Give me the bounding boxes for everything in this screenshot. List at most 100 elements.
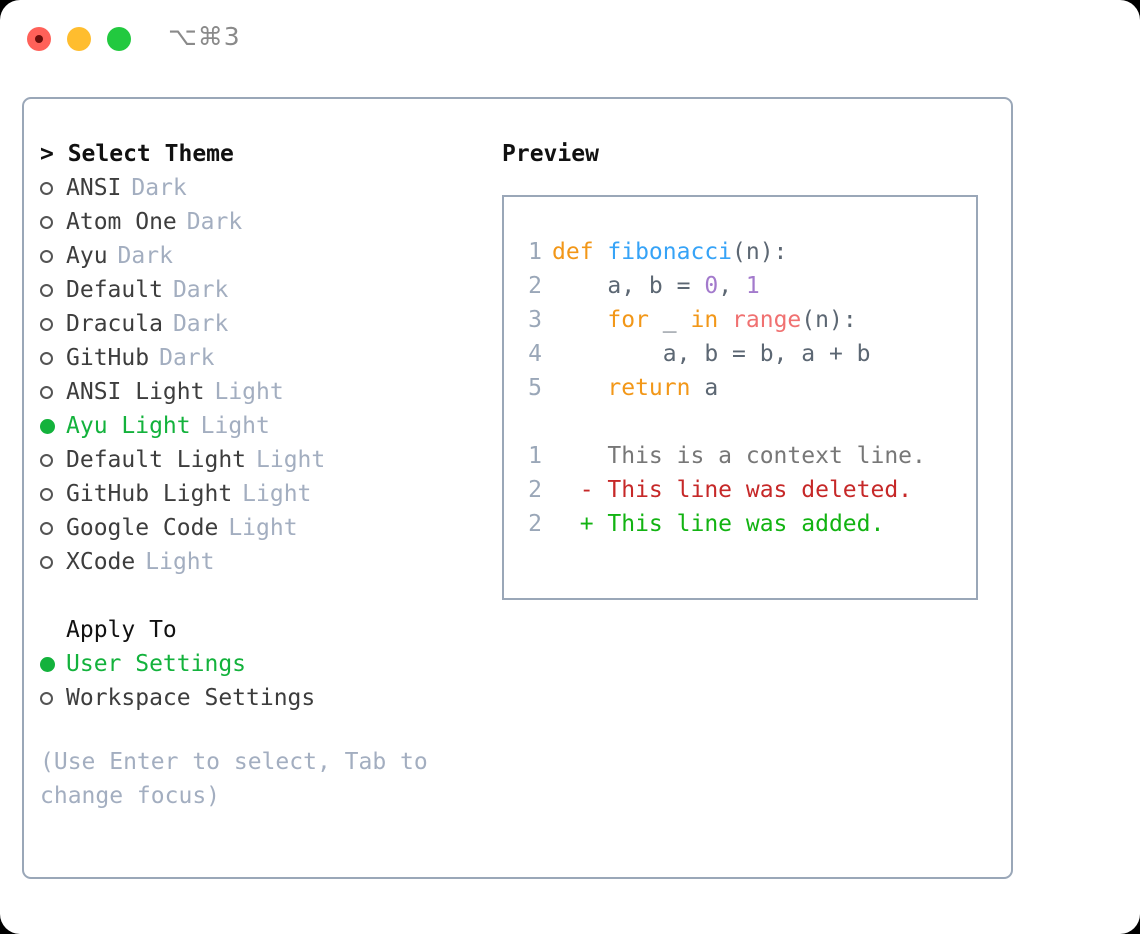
radio-unselected-icon (40, 453, 53, 467)
diff-line: 2 - This line was deleted. (518, 473, 976, 507)
theme-option-label: GitHub (66, 345, 150, 371)
diff-text: - This line was deleted. (552, 477, 913, 503)
radio-selected-icon (40, 418, 55, 434)
radio-unselected-icon (40, 555, 53, 569)
code-token: def (552, 239, 608, 265)
select-theme-heading: > Select Theme (40, 141, 234, 167)
apply-option-label: User Settings (66, 651, 247, 677)
radio-unselected-icon (40, 249, 53, 263)
radio-marker (40, 351, 66, 365)
line-number: 2 (528, 477, 542, 503)
theme-option-label: ANSI (66, 175, 122, 201)
diff-sample: 1 This is a context line.2 - This line w… (518, 439, 976, 541)
radio-marker (40, 283, 66, 297)
theme-variant-tag: Light (145, 549, 215, 575)
radio-unselected-icon (40, 691, 53, 705)
code-token: 1 (745, 273, 760, 299)
theme-option-0[interactable]: ANSI Dark (40, 171, 480, 205)
minimize-button[interactable] (67, 27, 91, 51)
apply-option-0[interactable]: User Settings (40, 647, 480, 681)
line-number: 2 (528, 273, 542, 299)
theme-option-label: GitHub Light (66, 481, 233, 507)
radio-marker (40, 453, 66, 467)
theme-option-4[interactable]: Dracula Dark (40, 307, 480, 341)
theme-option-label: Default (66, 277, 163, 303)
code-token: (n): (801, 307, 857, 333)
radio-unselected-icon (40, 521, 53, 535)
theme-variant-tag: Dark (172, 311, 229, 337)
line-number: 5 (528, 375, 542, 401)
theme-variant-tag: Light (214, 379, 284, 405)
radio-unselected-icon (40, 385, 53, 399)
line-number: 1 (528, 443, 542, 469)
theme-variant-tag: Dark (117, 243, 173, 269)
theme-option-3[interactable]: Default Dark (40, 273, 480, 307)
code-line: 2 a, b = 0, 1 (518, 269, 976, 303)
keyboard-shortcut-label: ⌥⌘3 (168, 22, 241, 51)
theme-variant-tag: Dark (172, 277, 229, 303)
code-token: _ (648, 307, 691, 333)
close-button[interactable] (27, 27, 51, 51)
theme-option-label: Ayu (66, 243, 108, 269)
theme-option-label: Ayu Light (66, 413, 191, 439)
code-token: a (690, 375, 719, 401)
code-token: a, b = (552, 273, 705, 299)
theme-option-9[interactable]: GitHub Light Light (40, 477, 480, 511)
radio-marker (40, 385, 66, 399)
title-bar: ⌥⌘3 (0, 0, 1140, 76)
preview-title: Preview (502, 141, 599, 167)
apply-to-heading: Apply To (66, 617, 177, 643)
radio-marker (40, 418, 66, 434)
theme-option-label: Dracula (66, 311, 163, 337)
code-line: 5 return a (518, 371, 976, 405)
apply-option-1[interactable]: Workspace Settings (40, 681, 480, 715)
radio-unselected-icon (40, 317, 53, 331)
line-number: 2 (528, 511, 542, 537)
code-token: 0 (704, 273, 719, 299)
apply-option-label: Workspace Settings (66, 685, 316, 711)
theme-option-label: Atom One (66, 209, 177, 235)
code-token: for (607, 307, 649, 333)
theme-variant-tag: Light (256, 447, 326, 473)
radio-marker (40, 521, 66, 535)
theme-option-label: Default Light (66, 447, 247, 473)
code-token (552, 307, 607, 333)
diff-line: 2 + This line was added. (518, 507, 976, 541)
radio-unselected-icon (40, 351, 53, 365)
theme-option-label: XCode (66, 549, 136, 575)
radio-marker (40, 181, 66, 195)
theme-option-2[interactable]: Ayu Dark (40, 239, 480, 273)
code-token: range (732, 307, 802, 333)
radio-unselected-icon (40, 487, 53, 501)
radio-marker (40, 215, 66, 229)
line-number: 1 (528, 239, 542, 265)
theme-option-11[interactable]: XCode Light (40, 545, 480, 579)
keyboard-hint: (Use Enter to select, Tab to change focu… (40, 749, 428, 809)
code-token: a, b = b, a + b (552, 341, 871, 367)
radio-selected-icon (40, 656, 55, 672)
radio-unselected-icon (40, 283, 53, 297)
radio-marker (40, 317, 66, 331)
theme-variant-tag: Dark (131, 175, 187, 201)
radio-unselected-icon (40, 181, 53, 195)
diff-line: 1 This is a context line. (518, 439, 976, 473)
code-token: (n): (732, 239, 788, 265)
maximize-button[interactable] (107, 27, 131, 51)
theme-variant-tag: Light (242, 481, 312, 507)
theme-variant-tag: Light (228, 515, 298, 541)
theme-option-8[interactable]: Default Light Light (40, 443, 480, 477)
diff-text: This is a context line. (552, 443, 926, 469)
code-token (552, 375, 607, 401)
